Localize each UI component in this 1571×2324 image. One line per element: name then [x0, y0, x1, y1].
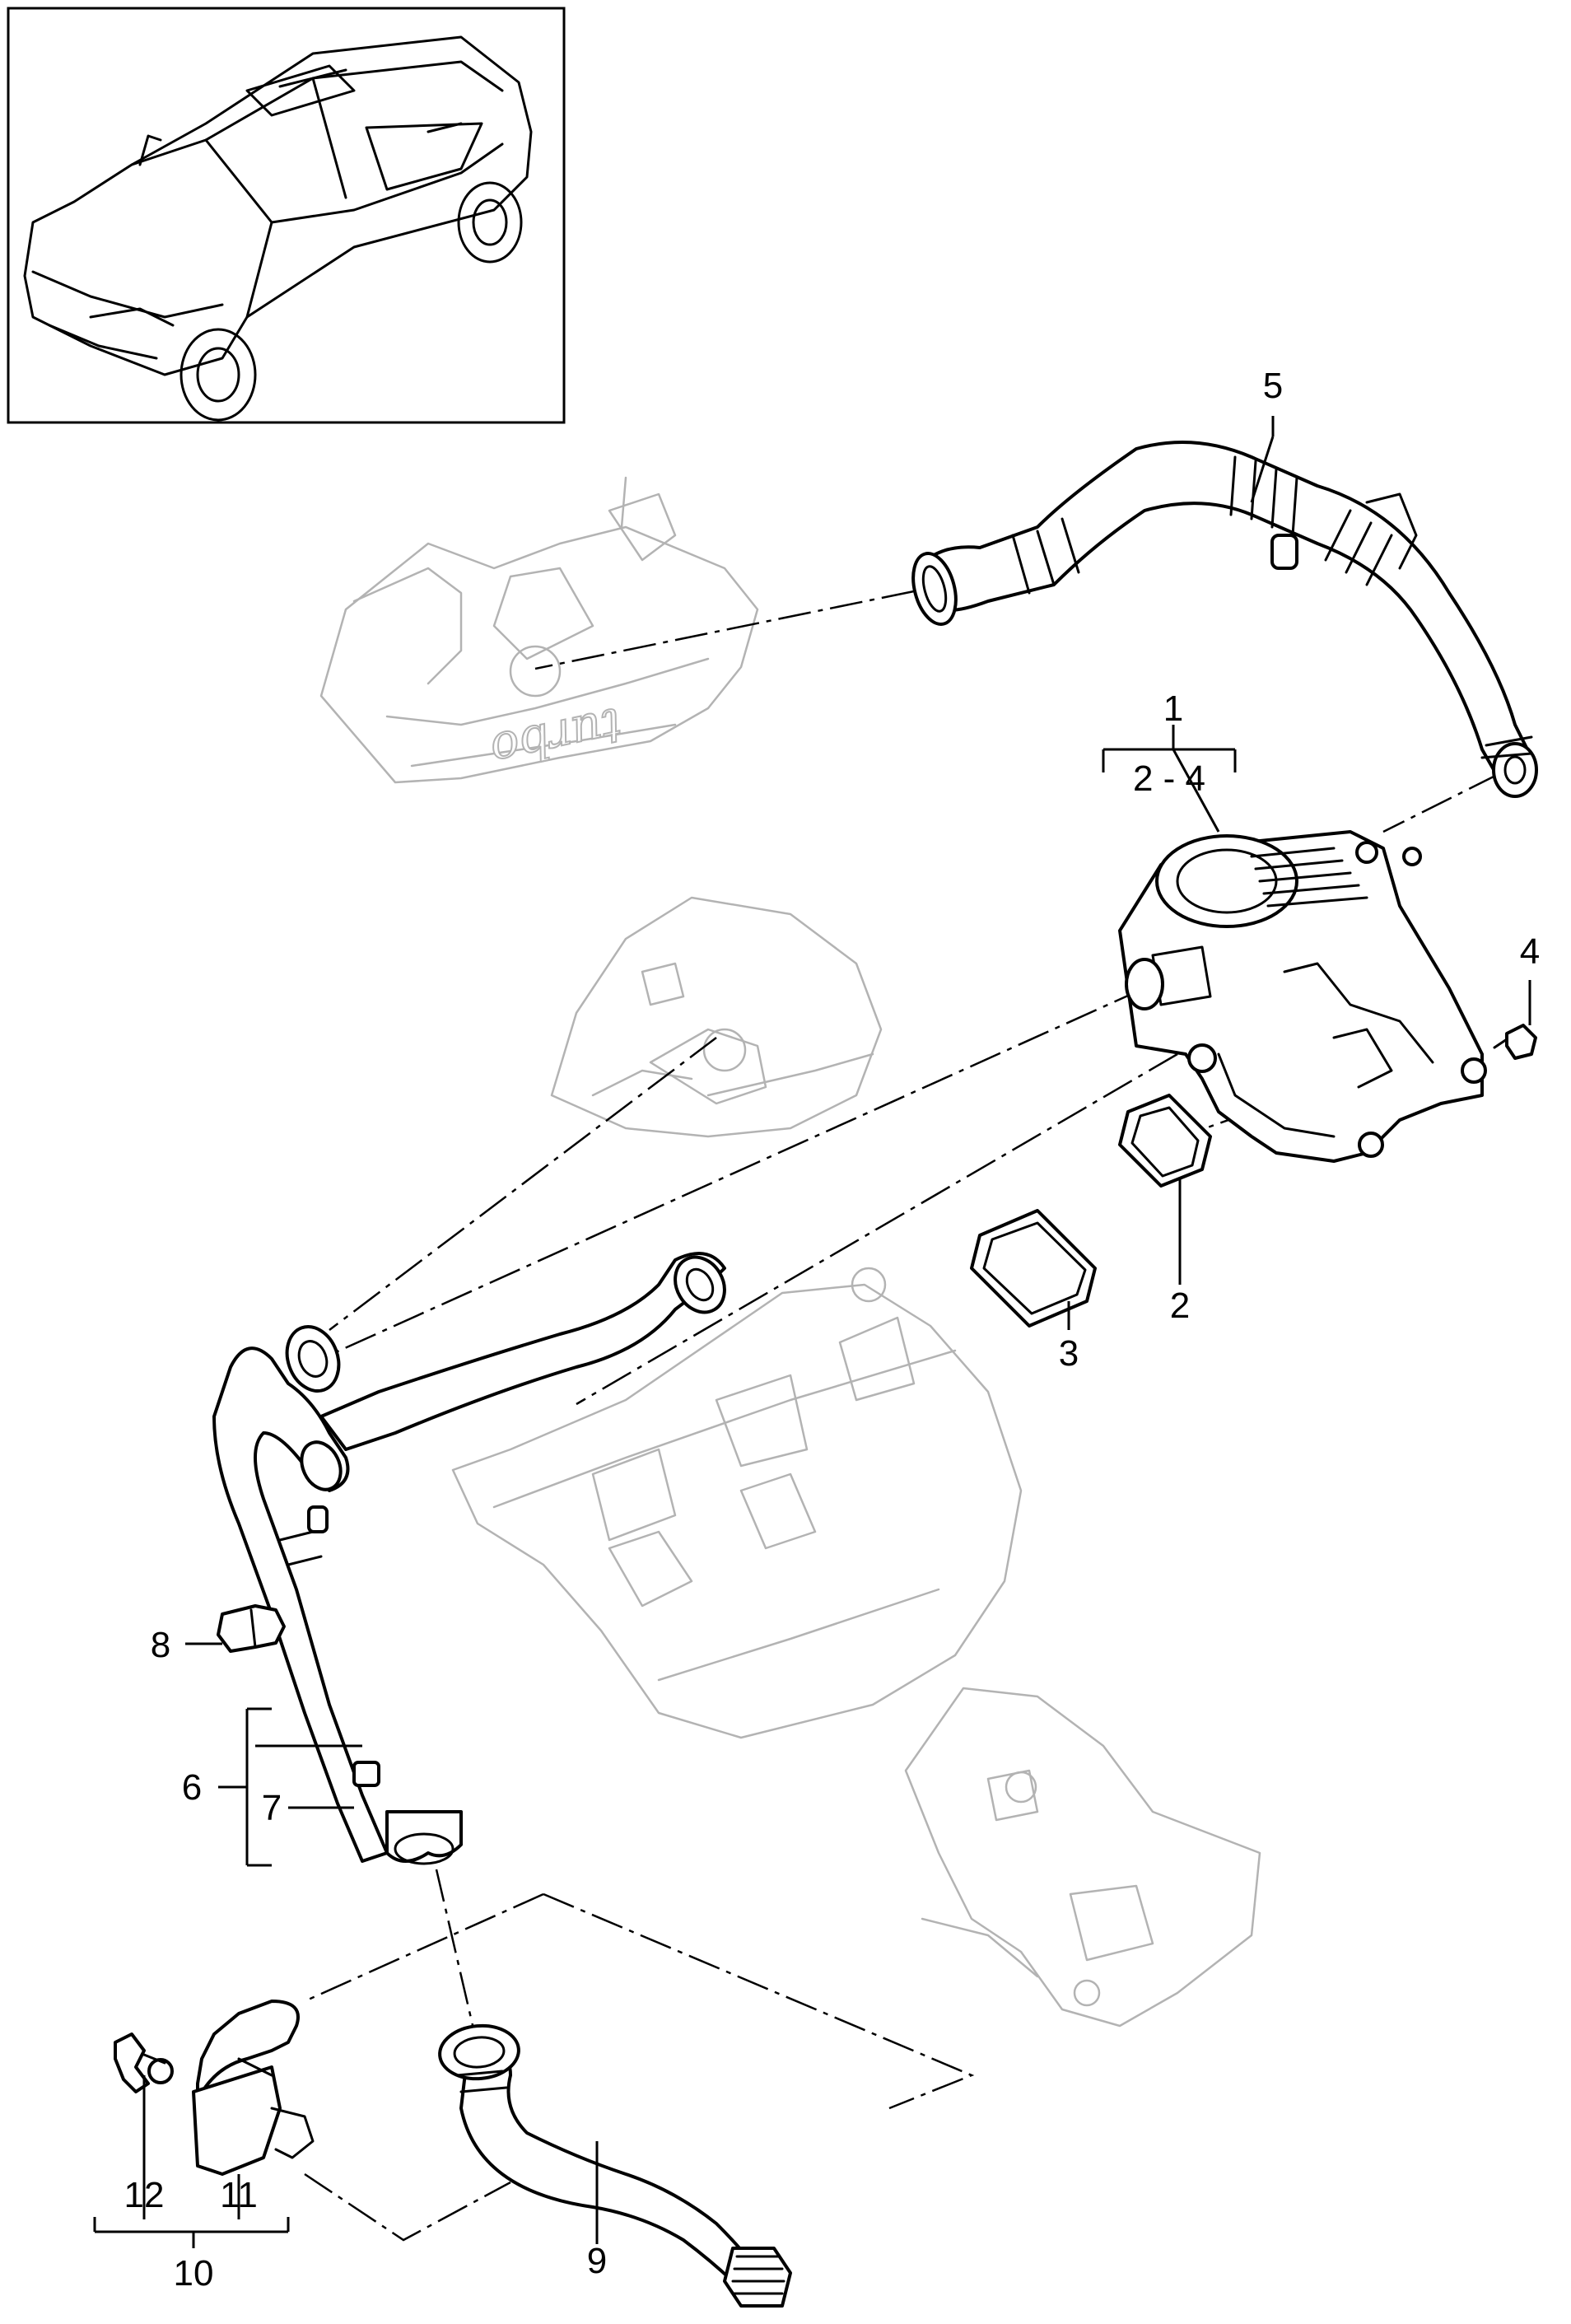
vehicle-thumbnail: [7, 7, 566, 424]
part-12-clip: [114, 2032, 174, 2093]
callout-2: 2: [1170, 1286, 1190, 1326]
callout-1: 1: [1163, 688, 1183, 729]
callout-10: 10: [174, 2253, 214, 2294]
part-9-lower-hose: [438, 2023, 792, 2308]
part-1-oil-separator: [1118, 830, 1487, 1163]
callout-2-4: 2 - 4: [1133, 758, 1205, 799]
part-2-gasket: [1118, 1094, 1212, 1188]
part-6-vent-line: [212, 1252, 726, 1865]
part-3-gasket: [970, 1209, 1097, 1328]
callout-3: 3: [1059, 1333, 1079, 1374]
callout-11: 11: [220, 2175, 258, 2215]
part-5-vent-hose: [911, 441, 1538, 798]
callout-5: 5: [1263, 366, 1283, 406]
suv-illustration: [23, 35, 533, 422]
turbo-engraving: turbo: [486, 697, 627, 779]
callout-labels: 5 1 2 - 4 4 2 3 8 6 7 9 12 11 10: [124, 366, 1541, 2294]
callout-6: 6: [182, 1767, 202, 1808]
engine-ghost-outlines: [319, 476, 1261, 2028]
callout-9: 9: [587, 2241, 607, 2281]
callout-8: 8: [151, 1625, 170, 1665]
leader-lines: [93, 416, 1531, 2248]
part-11-bracket: [192, 2000, 315, 2176]
callout-4: 4: [1520, 931, 1540, 972]
callout-12: 12: [124, 2175, 165, 2215]
callout-7: 7: [262, 1788, 282, 1828]
part-8-clip: [217, 1604, 286, 1653]
part-4-bolt: [1493, 1024, 1537, 1060]
